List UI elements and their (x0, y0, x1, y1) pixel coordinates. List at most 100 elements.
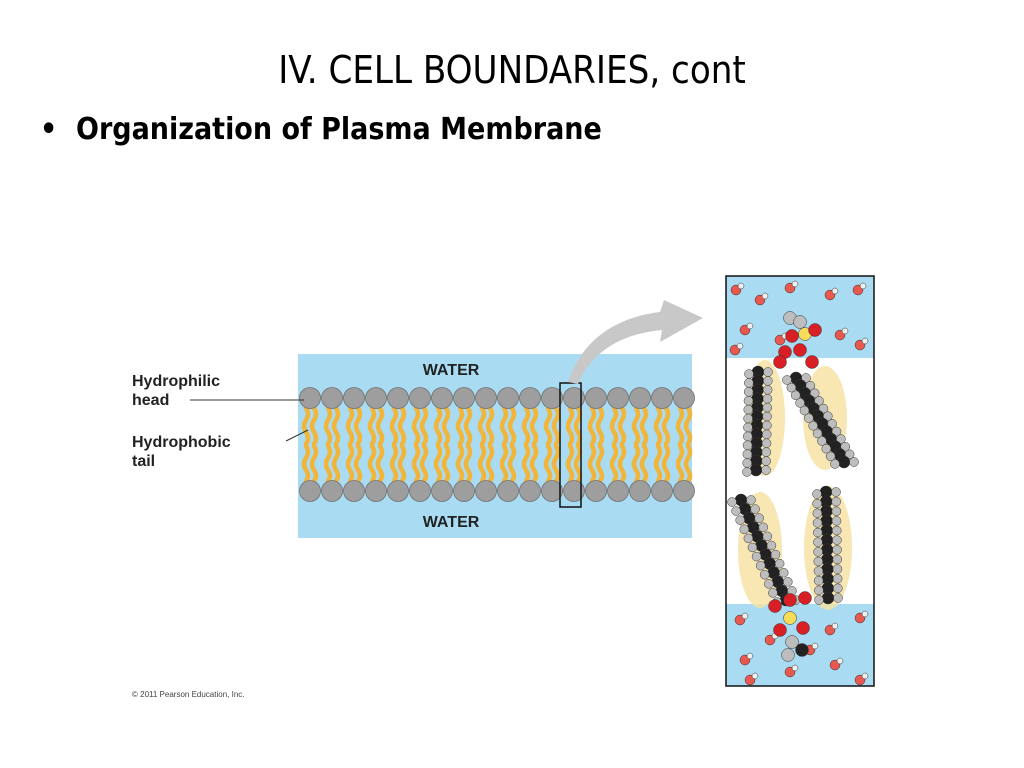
hydrogen-atom (782, 375, 792, 385)
hydrogen-atom (813, 566, 824, 576)
phospholipid-tail (595, 405, 605, 447)
phospholipid-head (321, 480, 343, 502)
water-hydrogen (746, 652, 754, 660)
hydrogen-atom (768, 588, 778, 598)
hydrogen-atom (812, 508, 823, 519)
water-hydrogen (861, 610, 869, 618)
phospholipid-tail (301, 405, 311, 447)
hydrogen-atom (799, 405, 810, 416)
hydrogen-atom (833, 583, 843, 594)
zoom-panel-border (725, 275, 875, 687)
phospholipid-tail (353, 443, 363, 484)
hydrogen-atom (836, 434, 846, 444)
hydrogen-atom (812, 498, 822, 509)
bullet-symbol: • (40, 112, 58, 147)
phospholipid-tail (543, 405, 553, 447)
phospholipid-tail (631, 443, 641, 484)
hydrogen-atom (751, 551, 762, 562)
phospholipid-head (409, 387, 431, 409)
hydrogen-atom (743, 413, 753, 424)
phospholipid-tail (389, 405, 399, 447)
phospholipid-tail (653, 405, 663, 447)
phospholipid-tail (375, 405, 385, 447)
hydrogen-atom (750, 504, 760, 514)
head-atom (773, 355, 787, 369)
hydrogen-atom (746, 495, 756, 505)
phospholipid-tail (419, 405, 429, 447)
head-atom (808, 323, 822, 337)
phospholipid-head (629, 387, 651, 409)
phospholipid-head (651, 387, 673, 409)
hydrogen-atom (823, 411, 833, 421)
hydrogen-atom (743, 387, 754, 397)
hydrogen-atom (849, 457, 859, 467)
phospholipid-head (475, 387, 497, 409)
hydrophilic-head-layer (299, 387, 695, 502)
hydrogen-atom (813, 556, 824, 567)
phospholipid-tail (565, 443, 575, 484)
hydrogen-atom (744, 369, 754, 379)
phospholipid-head (541, 387, 563, 409)
phospholipid-head (365, 387, 387, 409)
phospholipid-tail (353, 405, 363, 447)
phospholipid-head (607, 480, 629, 502)
hydrogen-atom (758, 522, 769, 533)
phospholipid-tail (573, 443, 583, 484)
phospholipid-tail (485, 405, 495, 447)
hydrophobic-tail-layer (301, 405, 693, 484)
hydrogen-atom (774, 558, 785, 569)
phospholipid-tail (331, 443, 341, 484)
phospholipid-tail (551, 443, 561, 484)
water-hydrogen (741, 612, 749, 620)
phospholipid-tail (499, 443, 509, 484)
phospholipid-tail (683, 443, 693, 484)
head-atom (773, 623, 787, 637)
hydrogen-atom (761, 465, 771, 475)
phospholipid-tail (543, 443, 553, 484)
phospholipid-tail (639, 405, 649, 447)
hydrogen-atom (786, 382, 797, 393)
phospholipid-tail (345, 405, 355, 447)
phospholipid-tail (609, 443, 619, 484)
phospholipid-tail (309, 443, 319, 484)
carbon-atom (837, 455, 851, 469)
hydrogen-atom (813, 547, 823, 557)
water-label-bottom: WATER (423, 514, 480, 531)
phospholipid-head (585, 480, 607, 502)
hydrogen-atom (744, 378, 754, 388)
head-atom (798, 591, 812, 605)
phospholipid-tail (617, 443, 627, 484)
tail-leader-line (285, 429, 309, 442)
hydrogen-atom (742, 449, 753, 459)
phospholipid-tail (507, 405, 517, 447)
head-atom (781, 648, 795, 662)
hydrogen-atom (821, 443, 832, 454)
hydrogen-atom (761, 456, 771, 466)
hydrogen-atom (766, 540, 777, 551)
water-hydrogen (751, 672, 759, 680)
head-atom (783, 593, 797, 607)
phospholipid-tail (521, 405, 531, 447)
water-hydrogen (836, 657, 844, 665)
hydrogen-atom (762, 531, 773, 542)
hydrogen-atom (840, 441, 851, 452)
phospholipid-tail (529, 405, 539, 447)
hydrogen-atom (742, 458, 752, 468)
phospholipid-head (387, 387, 409, 409)
phospholipid-head (387, 480, 409, 502)
phospholipid-head (563, 387, 585, 409)
carbon-atom (821, 591, 835, 605)
head-atom (793, 315, 807, 329)
hydrogen-atom (742, 440, 753, 451)
zoom-panel (725, 275, 875, 687)
phospholipid-tail (551, 405, 561, 447)
phospholipid-tail (653, 443, 663, 484)
hydrogen-atom (731, 506, 741, 516)
phospholipid-tail (441, 405, 451, 447)
phospholipid-tail (485, 443, 495, 484)
hydrogen-atom (770, 549, 781, 560)
hydrogen-atom (763, 376, 773, 386)
phospholipid-tail (433, 405, 443, 447)
